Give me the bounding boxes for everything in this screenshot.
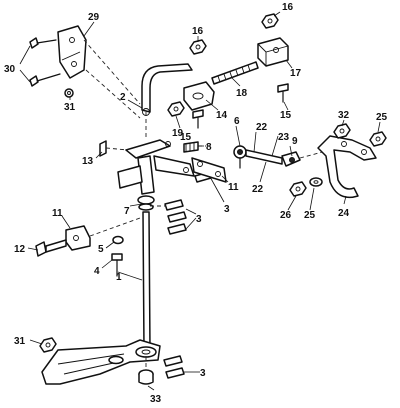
nut-19 <box>167 101 185 117</box>
callout-1: 1 <box>116 272 122 283</box>
callout-33: 33 <box>150 394 162 405</box>
callout-30: 30 <box>4 64 16 75</box>
callout-18: 18 <box>236 88 248 99</box>
callout-31-bracket: 31 <box>64 102 76 113</box>
callout-22-upper: 22 <box>256 122 268 133</box>
vertical-shift-rod-1 <box>142 211 151 351</box>
callout-16-left: 16 <box>192 26 204 37</box>
callout-32: 32 <box>338 110 350 121</box>
nut-32 <box>333 123 351 139</box>
callout-13: 13 <box>82 156 94 167</box>
callout-2: 2 <box>120 92 126 103</box>
callout-5: 5 <box>98 244 104 255</box>
nut-31-base <box>39 337 57 353</box>
bolt-30-upper <box>29 37 57 49</box>
ball-joint-6 <box>233 145 247 169</box>
screw-15-right <box>277 83 289 103</box>
callout-16-right: 16 <box>282 2 294 13</box>
mounting-bracket-29 <box>57 25 87 79</box>
callout-11-right: 11 <box>228 182 239 193</box>
callout-12: 12 <box>14 244 26 255</box>
callout-11-left: 11 <box>52 208 63 219</box>
link-block-11-right <box>191 157 227 183</box>
pin-13 <box>99 140 107 157</box>
callout-4: 4 <box>94 266 100 277</box>
callout-19: 19 <box>172 128 184 139</box>
pivot-collar <box>137 195 155 211</box>
nut-25-upper <box>369 131 387 147</box>
link-rod-23 <box>245 149 283 165</box>
callout-29: 29 <box>88 12 100 23</box>
callout-22-lower: 22 <box>252 184 264 195</box>
bolt-12 <box>35 239 67 257</box>
screw-15-upper <box>192 109 204 129</box>
threaded-rod-18 <box>211 61 259 85</box>
callout-3-a: 3 <box>224 204 230 215</box>
callout-24: 24 <box>338 208 350 219</box>
nut-26 <box>289 181 307 197</box>
adjuster-block-17 <box>257 37 289 67</box>
callout-15-right: 15 <box>280 110 292 121</box>
callout-25-lower: 25 <box>304 210 316 221</box>
callout-8: 8 <box>206 142 212 153</box>
callout-3-c: 3 <box>200 368 206 379</box>
link-block-11-left <box>65 225 91 251</box>
callout-31-base: 31 <box>14 336 26 347</box>
nut-31-bracket <box>64 88 74 98</box>
screw-4 <box>111 253 123 277</box>
nut-16-left <box>189 39 207 55</box>
spring-pin-3-c <box>163 355 185 379</box>
support-bracket-24 <box>317 135 377 199</box>
base-pivot-bracket <box>41 339 161 385</box>
callout-17: 17 <box>290 68 302 79</box>
bolt-30-lower <box>29 73 61 87</box>
callout-9: 9 <box>292 136 298 147</box>
spring-pin-3-b <box>164 199 187 235</box>
washer-25-lower <box>309 177 323 187</box>
callout-23: 23 <box>278 132 290 143</box>
callout-3-b: 3 <box>196 214 202 225</box>
callout-25-upper: 25 <box>376 112 388 123</box>
ball-joint-9 <box>281 151 301 167</box>
clevis-block-14 <box>183 81 215 111</box>
callout-15-left: 15 <box>180 132 192 143</box>
callout-26: 26 <box>280 210 292 221</box>
washer-5 <box>112 235 124 245</box>
callout-6: 6 <box>234 116 240 127</box>
shift-bellcrank-assembly <box>117 139 195 195</box>
callout-7: 7 <box>124 206 130 217</box>
callout-14: 14 <box>216 110 228 121</box>
bushing-33 <box>138 369 154 385</box>
nut-16-right <box>261 13 279 29</box>
pin-8 <box>183 141 199 153</box>
